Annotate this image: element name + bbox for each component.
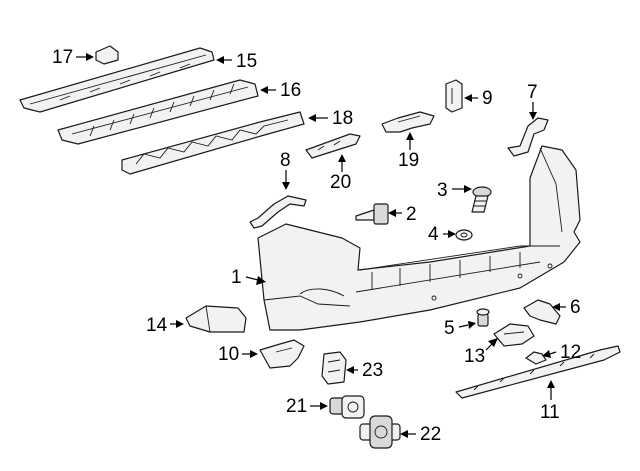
part-15-absorber [19, 47, 215, 113]
part-8-bracket [249, 195, 307, 229]
svg-text:4: 4 [428, 224, 439, 245]
part-2-bolt [355, 203, 389, 225]
callout-22: 22 [400, 424, 441, 445]
part-12-clip [525, 351, 547, 365]
callout-4: 4 [428, 224, 456, 245]
part-7-bracket [507, 117, 549, 157]
svg-text:13: 13 [464, 346, 485, 367]
svg-text:17: 17 [52, 47, 73, 68]
svg-text:7: 7 [527, 82, 538, 103]
callout-17: 17 [52, 47, 94, 68]
svg-text:14: 14 [146, 315, 168, 336]
part-5-retainer [476, 308, 490, 327]
svg-text:18: 18 [332, 108, 353, 129]
callout-19: 19 [398, 132, 419, 171]
svg-text:10: 10 [218, 344, 239, 365]
svg-text:12: 12 [560, 342, 581, 363]
svg-text:6: 6 [570, 297, 581, 318]
part-13-bracket [493, 323, 535, 347]
svg-text:23: 23 [362, 360, 383, 381]
part-3-screw [471, 186, 492, 213]
callout-3: 3 [437, 180, 472, 201]
callout-11: 11 [540, 380, 560, 423]
svg-text:11: 11 [540, 402, 560, 423]
callout-21: 21 [286, 396, 328, 417]
part-23-bracket [321, 351, 347, 385]
svg-text:2: 2 [406, 204, 417, 225]
callout-23: 23 [346, 360, 383, 381]
part-6-bracket [523, 299, 561, 325]
part-22-sensor [359, 415, 401, 449]
callout-8: 8 [280, 150, 291, 190]
svg-text:15: 15 [236, 51, 257, 72]
callout-20: 20 [330, 154, 351, 193]
callout-1: 1 [231, 267, 266, 288]
part-14-reflector [185, 305, 247, 333]
callout-13: 13 [464, 338, 498, 367]
part-17-clip [95, 45, 119, 65]
callout-16: 16 [260, 80, 301, 101]
svg-text:16: 16 [280, 80, 301, 101]
part-4-washer [455, 229, 473, 241]
part-21-sensor [329, 395, 365, 419]
callout-6: 6 [552, 297, 581, 318]
callout-7: 7 [527, 82, 538, 120]
part-19-bracket [381, 111, 435, 133]
svg-text:22: 22 [420, 424, 441, 445]
part-10-bracket [259, 339, 305, 369]
part-20-bracket [305, 133, 361, 159]
svg-text:21: 21 [286, 396, 307, 417]
callout-18: 18 [308, 108, 353, 129]
callout-14: 14 [146, 315, 184, 336]
part-11-molding [455, 345, 621, 399]
callout-15: 15 [216, 51, 257, 72]
callout-5: 5 [444, 318, 476, 339]
svg-text:9: 9 [482, 88, 493, 109]
svg-text:1: 1 [231, 267, 242, 288]
part-9-retainer [445, 79, 463, 113]
callout-12: 12 [542, 342, 581, 363]
callout-9: 9 [464, 88, 493, 109]
svg-text:19: 19 [398, 150, 419, 171]
part-1-bumper-cover [257, 145, 581, 331]
svg-text:20: 20 [330, 172, 351, 193]
callout-2: 2 [388, 204, 417, 225]
callout-10: 10 [218, 344, 258, 365]
svg-text:8: 8 [280, 150, 291, 171]
part-16-absorber [57, 79, 259, 145]
svg-text:3: 3 [437, 180, 448, 201]
part-18-reinforcement [121, 111, 305, 175]
svg-text:5: 5 [444, 318, 455, 339]
